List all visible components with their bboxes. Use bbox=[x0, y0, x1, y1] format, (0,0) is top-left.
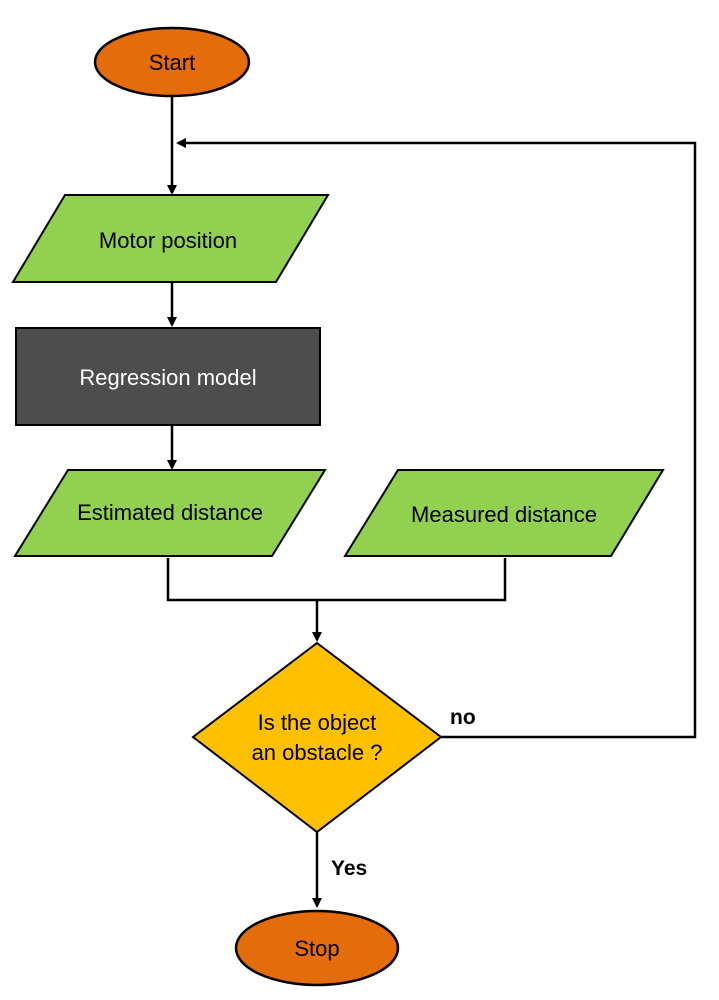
start-node: Start bbox=[93, 26, 251, 98]
start-label: Start bbox=[149, 50, 195, 75]
motor-position-node: Motor position bbox=[11, 194, 330, 283]
decision-label-line1: Is the object bbox=[258, 710, 377, 735]
connectors bbox=[166, 96, 697, 908]
no-edge-label: no bbox=[450, 706, 476, 729]
decision-label-line2: an obstacle ? bbox=[252, 740, 383, 765]
regression-model-label: Regression model bbox=[79, 365, 256, 390]
stop-label: Stop bbox=[294, 936, 339, 961]
edge-estimated-merge bbox=[166, 558, 507, 602]
decision-node: Is the object an obstacle ? bbox=[191, 641, 443, 834]
edge-no-loop-back bbox=[176, 138, 697, 739]
stop-node: Stop bbox=[234, 909, 400, 987]
measured-distance-label: Measured distance bbox=[411, 502, 597, 527]
yes-edge-label: Yes bbox=[331, 857, 367, 880]
estimated-distance-label: Estimated distance bbox=[77, 500, 263, 525]
regression-model-node: Regression model bbox=[15, 327, 321, 426]
motor-position-label: Motor position bbox=[99, 228, 237, 253]
measured-distance-node: Measured distance bbox=[343, 469, 665, 557]
estimated-distance-node: Estimated distance bbox=[13, 469, 327, 557]
